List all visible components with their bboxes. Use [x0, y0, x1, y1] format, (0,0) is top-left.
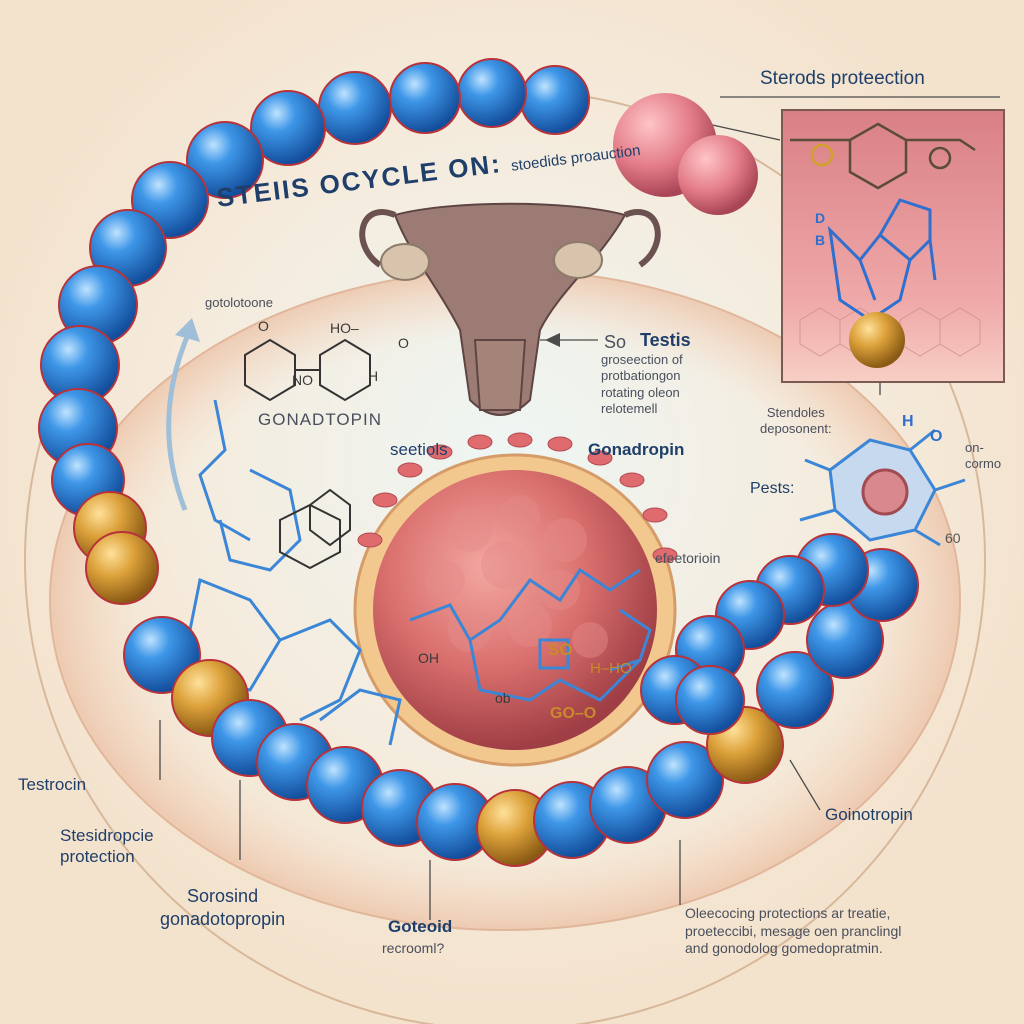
label-gonadropin: Gonadropin [588, 440, 685, 459]
chem-d: D [815, 210, 826, 226]
testis-description: groseection of protbationgon rotating ol… [601, 352, 741, 417]
testis-desc-line: groseection of [601, 352, 683, 367]
label-goinotropin: Goinotropin [825, 805, 913, 824]
central-cell [353, 432, 678, 767]
label-on-cormo: on- cormo [965, 440, 1001, 473]
blue-bead [646, 741, 724, 819]
blue-bead [389, 62, 461, 134]
label-steroids-deposit: Stendoles deposonent: [760, 405, 832, 438]
chem-o-2: O [398, 335, 409, 351]
bottom-note-line: and gonodolog gomedopratmin. [685, 940, 883, 956]
label-stestidropic: Stesidropcie protection [60, 825, 154, 868]
on-cormo-line: on- [965, 440, 984, 455]
label-eteotorin: efeetorioin [655, 550, 721, 566]
chem-ob: ob [495, 690, 511, 706]
stestidropic-line: Stesidropcie [60, 826, 154, 845]
chem-o-3: O [930, 428, 943, 445]
chem-no: NO [292, 372, 313, 388]
label-pests: Pests: [750, 480, 795, 497]
label-testis: Testis [640, 330, 691, 350]
label-recroorn: recrooml? [382, 940, 445, 956]
deposit-line: deposonent: [760, 421, 832, 437]
chem-h-1: H [368, 368, 379, 384]
bottom-note-line: proeteccibi, mesage oen pranclingl [685, 922, 902, 939]
chem-60: 60 [945, 530, 961, 546]
blue-bead [457, 58, 527, 128]
chem-oh: OH [418, 650, 439, 666]
testis-desc-line: rotating oleon [601, 384, 680, 400]
left-ring-structure [244, 338, 371, 570]
chem-so: SO [548, 640, 573, 659]
blue-bead [675, 665, 745, 735]
panel-gold-bead [849, 312, 905, 368]
label-goteoid: Goteoid [388, 917, 453, 936]
chem-ho-1: HO– [330, 320, 359, 336]
chem-go: GO–O [550, 705, 597, 722]
on-cormo-line: cormo [965, 456, 1002, 472]
blue-bead [520, 65, 590, 135]
label-seetiols: seetiols [390, 440, 448, 459]
pink-sphere-small [678, 135, 758, 215]
right-molecule-network [799, 428, 966, 547]
left-molecule [188, 399, 402, 746]
chem-b: B [815, 232, 826, 248]
deposit-line: Stendoles [766, 405, 825, 420]
blue-bead [318, 71, 392, 145]
testis-arrowhead [545, 333, 560, 347]
steroid-panel [781, 109, 1005, 383]
sorosind-line: Sorosind [187, 886, 259, 906]
testis-desc-line: protbationgon [601, 368, 681, 384]
label-sorosind: Sorosind gonadotopropin [160, 885, 285, 930]
panel-heading: Sterods proteection [760, 68, 925, 89]
label-gotoleone: gotolotoone [205, 295, 273, 310]
cycle-arrowhead [175, 318, 200, 342]
chem-hho: H–HO [590, 660, 632, 677]
testis-organ [359, 202, 661, 416]
label-gonadotropin-caps: GONADTOPIN [258, 410, 382, 429]
label-testrocin: Testrocin [18, 775, 87, 794]
blue-bead [756, 651, 834, 729]
bottom-note: Oleecocing protections ar treatie, proet… [685, 905, 1005, 958]
gold-bead [85, 531, 159, 605]
label-testis-prefix: So [604, 332, 627, 352]
chem-o-1: O [258, 318, 269, 334]
sorosind-line: gonadotopropin [160, 908, 286, 929]
testis-desc-line: relotemell [601, 400, 658, 416]
blue-bead [186, 121, 264, 199]
blue-bead [250, 90, 326, 166]
bead-chain [38, 58, 919, 867]
bottom-note-line: Oleecocing protections ar treatie, [685, 905, 891, 921]
chem-h-2: H [902, 413, 914, 430]
stestidropic-line: protection [60, 847, 135, 867]
cycle-arrow [166, 328, 193, 511]
center-molecule [409, 567, 652, 702]
